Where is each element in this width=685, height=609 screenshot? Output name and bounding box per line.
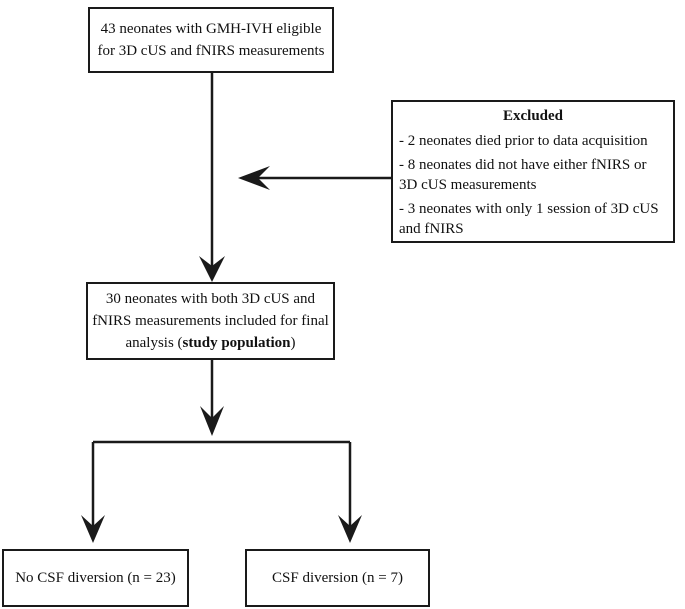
eligible-text: 43 neonates with GMH-IVH eligible for 3D… xyxy=(97,21,325,59)
csf-diversion-box: CSF diversion (n = 7) xyxy=(245,549,430,607)
study-population-text: 30 neonates with both 3D cUS and fNIRS m… xyxy=(88,288,333,354)
csf-diversion-text: CSF diversion (n = 7) xyxy=(272,570,403,586)
arrowhead-left-exclusion xyxy=(238,166,270,190)
no-csf-diversion-box: No CSF diversion (n = 23) xyxy=(2,549,189,607)
eligible-box: 43 neonates with GMH-IVH eligible for 3D… xyxy=(88,7,334,73)
no-csf-diversion-text: No CSF diversion (n = 23) xyxy=(15,570,176,586)
excluded-item: - 2 neonates died prior to data acquisit… xyxy=(399,133,648,149)
study-population-text-start: 30 neonates with both 3D cUS and fNIRS m… xyxy=(92,291,329,351)
arrowhead-down-right xyxy=(338,515,362,543)
study-population-text-end: ) xyxy=(290,335,296,351)
excluded-item: - 8 neonates did not have either fNIRS o… xyxy=(399,157,647,193)
excluded-item: - 3 neonates with only 1 session of 3D c… xyxy=(399,201,659,237)
arrowhead-down-left xyxy=(81,515,105,543)
arrowhead-down-split xyxy=(200,406,224,436)
study-population-bold-label: study population xyxy=(182,335,291,351)
excluded-list: - 2 neonates died prior to data acquisit… xyxy=(399,131,667,239)
study-population-box: 30 neonates with both 3D cUS and fNIRS m… xyxy=(86,282,335,360)
excluded-title: Excluded xyxy=(502,108,563,124)
excluded-box: Excluded - 2 neonates died prior to data… xyxy=(391,100,675,243)
arrowhead-down-main xyxy=(199,256,225,282)
